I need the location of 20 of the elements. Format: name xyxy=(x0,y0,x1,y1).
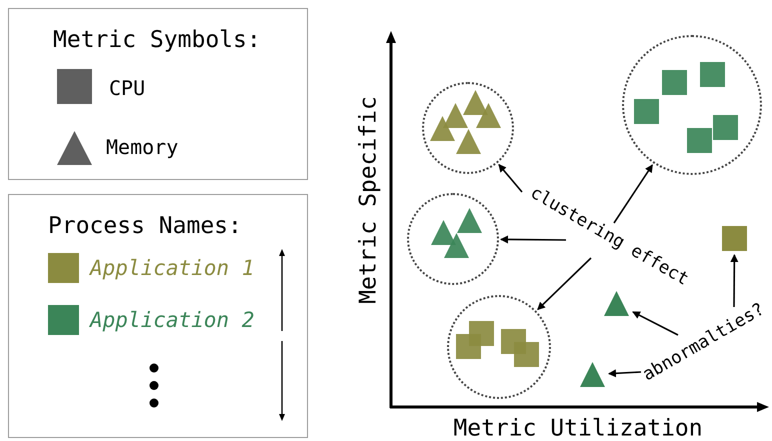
legend-panel xyxy=(8,194,308,438)
arrow xyxy=(613,164,653,224)
legend-text: Application 2 xyxy=(90,310,254,331)
panel-title: Process Names: xyxy=(48,215,242,238)
square-marker xyxy=(722,226,747,251)
triangle-marker xyxy=(580,362,605,387)
legend-panel xyxy=(8,8,308,180)
axis-label: Metric Specific xyxy=(358,96,380,304)
legend-text: CPU xyxy=(109,78,146,98)
arrow xyxy=(537,257,592,310)
arrow xyxy=(500,235,566,244)
arrow xyxy=(608,369,642,378)
arrow xyxy=(730,254,738,307)
arrow xyxy=(632,311,678,336)
panel-title: Metric Symbols: xyxy=(53,29,261,52)
arrow xyxy=(498,164,523,193)
legend-text: Application 1 xyxy=(90,258,254,279)
legend-text: Memory xyxy=(106,137,178,157)
axis-label: Metric Utilization xyxy=(453,418,703,440)
triangle-marker xyxy=(604,291,629,316)
